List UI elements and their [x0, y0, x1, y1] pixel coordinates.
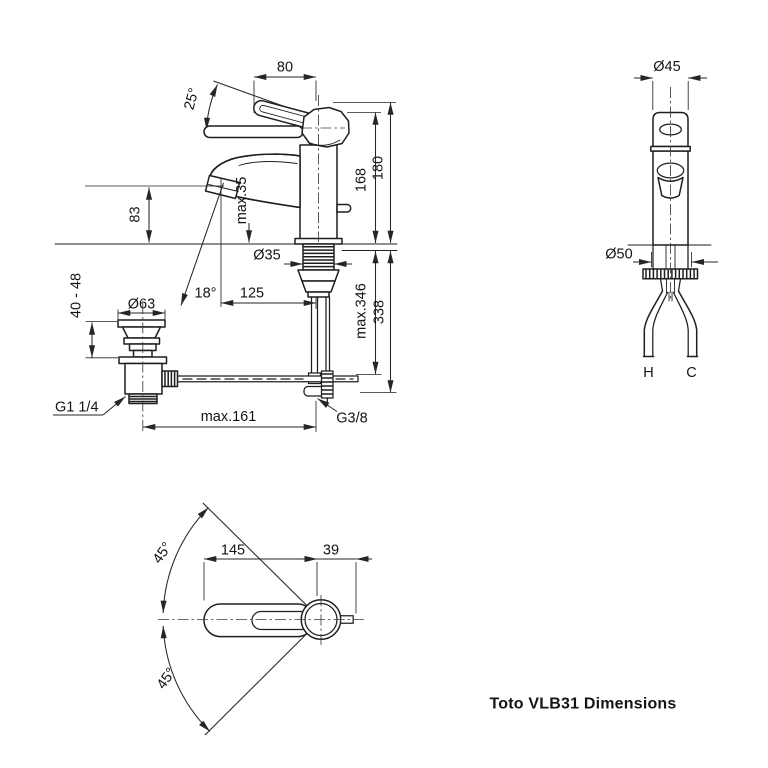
- front-view-faucet: [627, 111, 712, 358]
- dim-spout-reach: 125: [240, 286, 264, 302]
- drawing-title: Toto VLB31 Dimensions: [489, 696, 676, 713]
- dim-swing-angle-down: 45°: [154, 665, 180, 692]
- dim-drain-thread: G1 1/4: [55, 400, 99, 416]
- dim-handle-angle: 25°: [182, 86, 203, 111]
- dim-overall-height: 180: [371, 156, 387, 180]
- dim-stream-angle: 18°: [195, 286, 217, 302]
- dim-rod-reach-max: max.161: [201, 409, 257, 425]
- drain-flange: [117, 319, 166, 328]
- label-cold: C: [686, 365, 696, 381]
- top-view-handle: [203, 603, 316, 638]
- dim-swing-angle-up: 45°: [150, 540, 176, 567]
- dim-supply-length-max: max.346: [354, 283, 370, 339]
- dim-spout-outlet-height: 83: [128, 206, 144, 222]
- dim-supply-thread: G3/8: [336, 411, 367, 427]
- label-hot: H: [643, 365, 653, 381]
- dim-handle-overhang: 39: [323, 543, 339, 559]
- dim-drain-flange-diameter: Ø63: [128, 297, 155, 313]
- dim-shank-diameter: Ø35: [253, 248, 280, 264]
- dimension-labels: 80 25° 83 max.35 168 180 Ø35 18° 125 max…: [55, 59, 697, 713]
- front-spout-face: [656, 162, 685, 179]
- handle-knob: [301, 106, 350, 148]
- mounting-nut: [297, 269, 340, 282]
- dim-base-diameter: Ø50: [605, 247, 632, 263]
- dimension-lines: [53, 73, 718, 614]
- drain-assembly: [117, 319, 179, 405]
- dim-spout-length: 145: [221, 543, 245, 559]
- drain-body: [124, 362, 163, 395]
- centerlines: [142, 87, 671, 645]
- supply-hoses: [642, 290, 699, 358]
- rod-connector: [161, 370, 179, 388]
- dim-handle-width: 80: [277, 60, 293, 76]
- dim-body-diameter: Ø45: [653, 59, 680, 75]
- dim-supply-length: 338: [372, 300, 388, 324]
- dim-body-height: 168: [354, 168, 370, 192]
- dim-drain-height-range: 40 - 48: [69, 273, 85, 318]
- popup-rod-knob: [336, 203, 352, 213]
- handle-lower-arm: [203, 125, 304, 139]
- dim-deck-thickness-max: max.35: [234, 177, 250, 225]
